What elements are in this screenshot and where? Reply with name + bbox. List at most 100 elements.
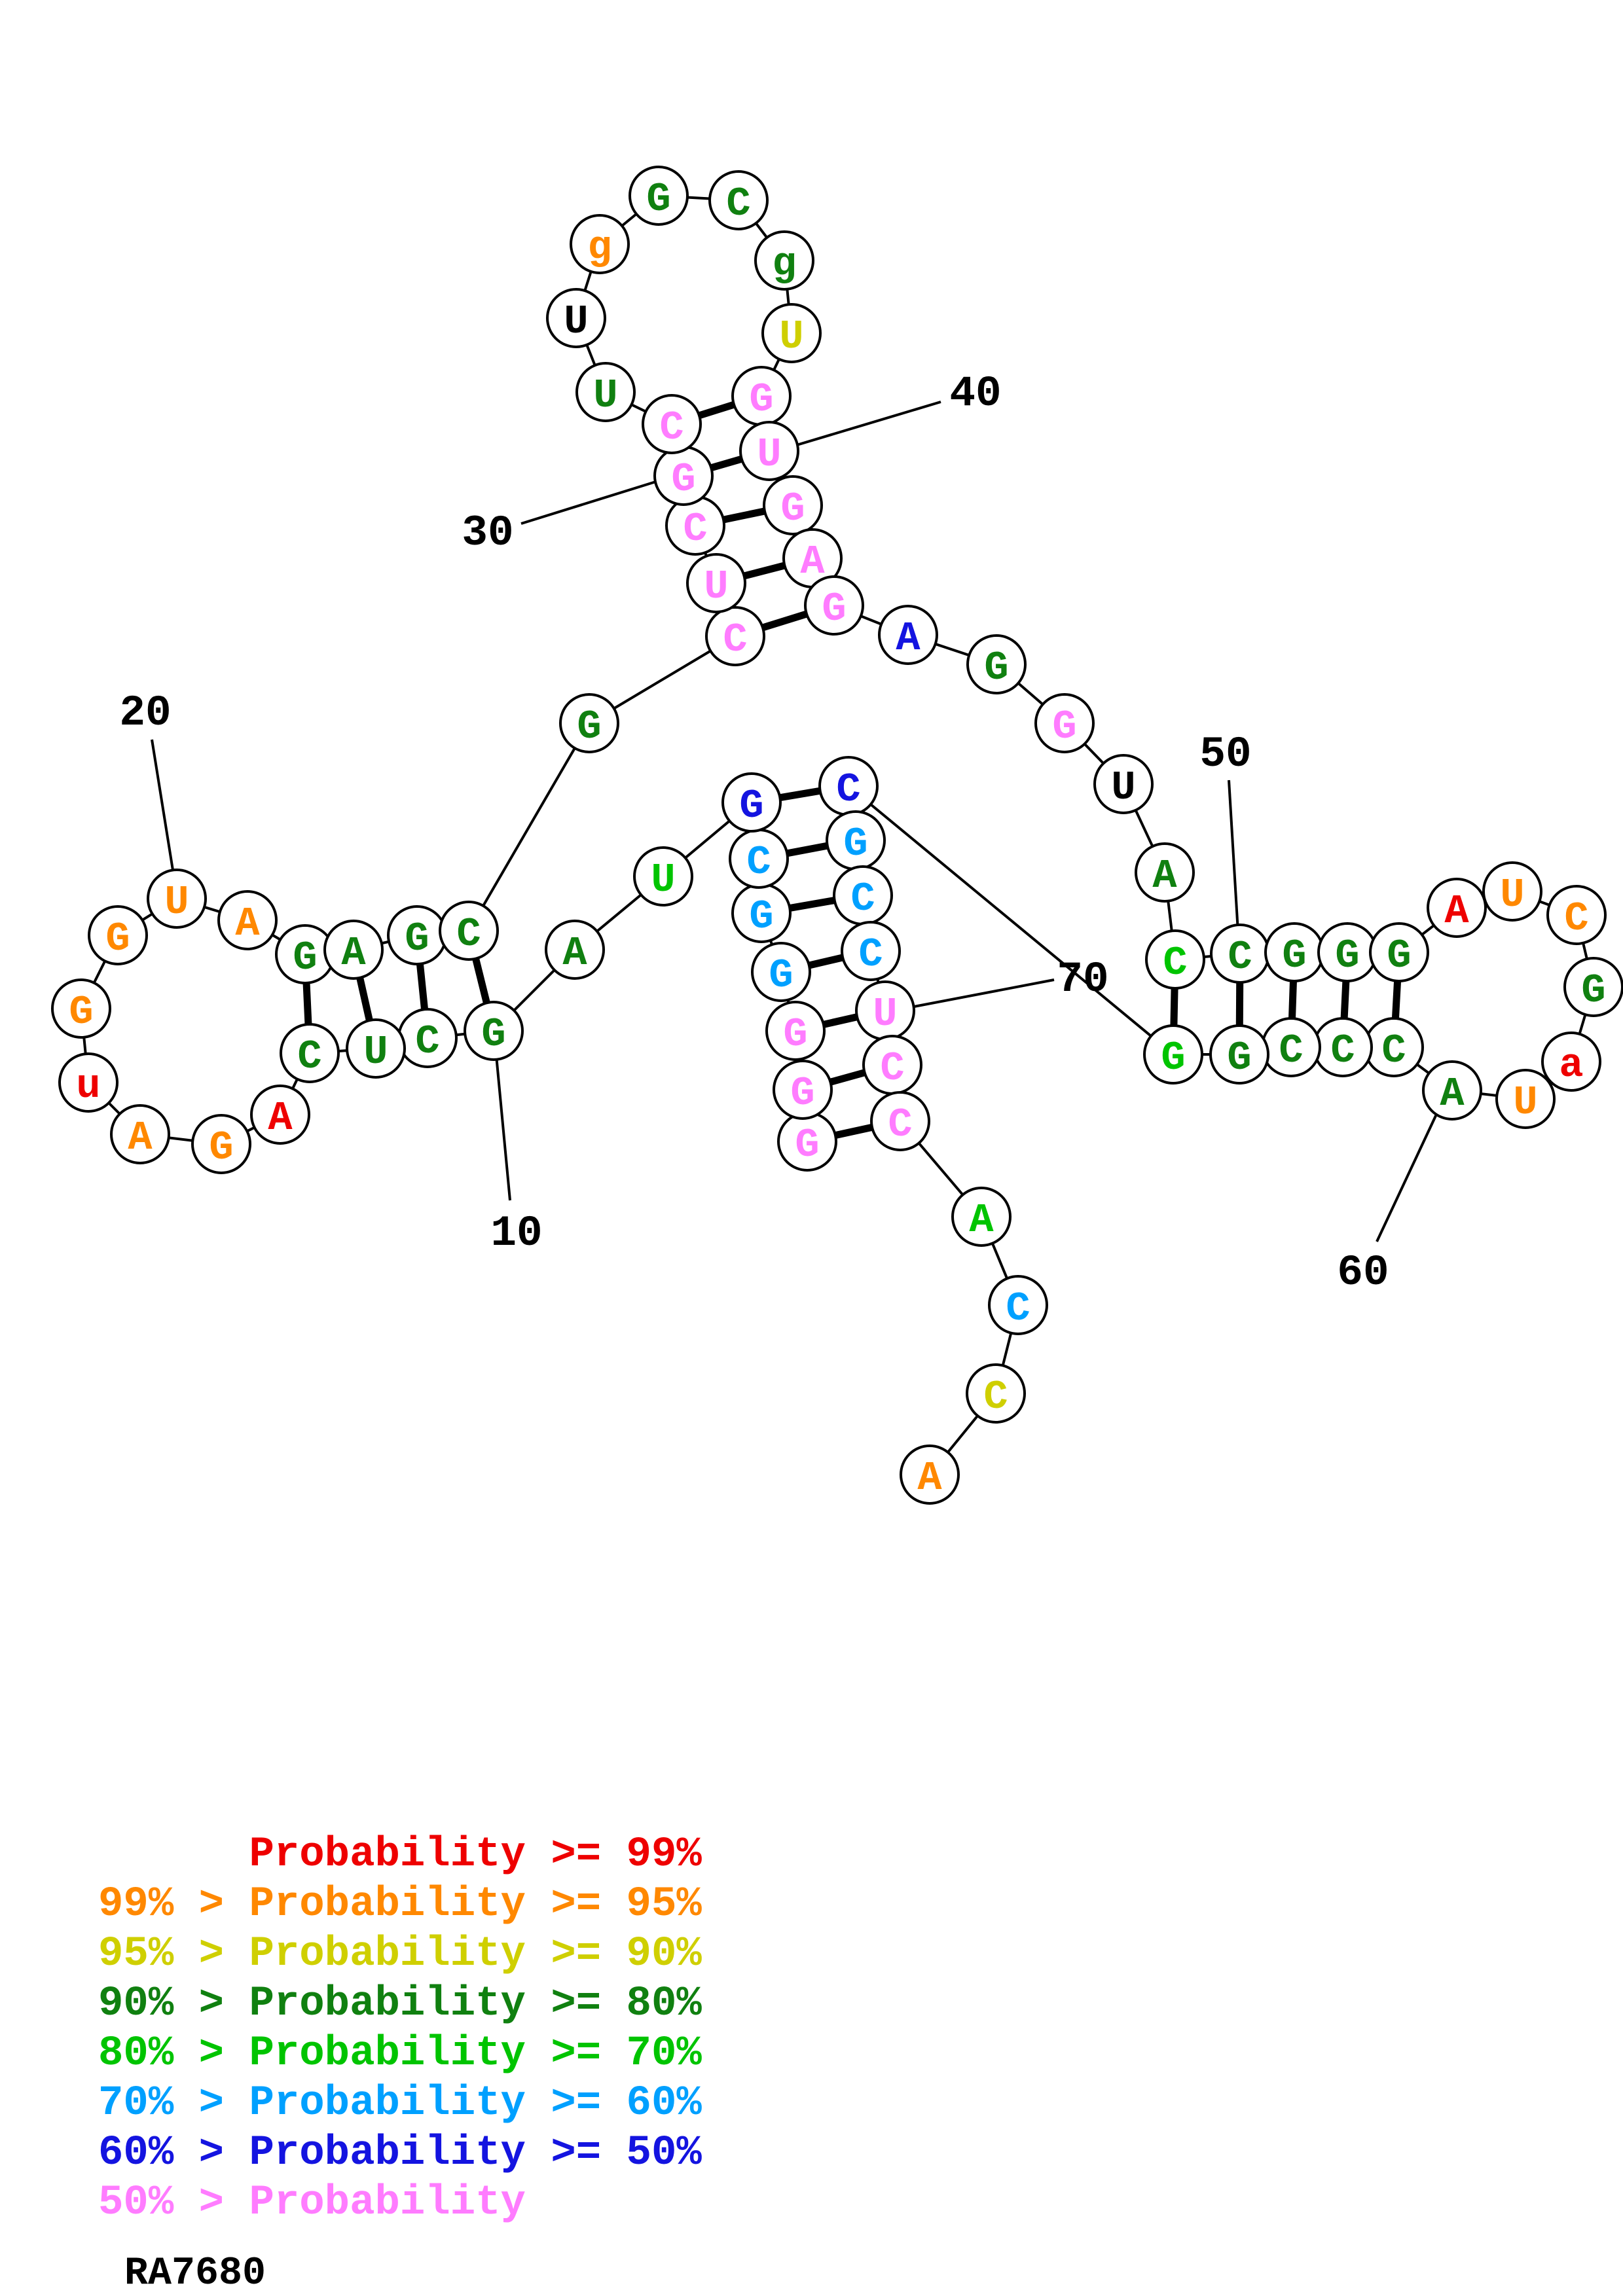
- nucleotide-base-17: u: [76, 1063, 100, 1109]
- nucleotide-base-1: G: [795, 1122, 819, 1168]
- nucleotide-circle-19: [88, 905, 148, 965]
- nucleotide-base-11: C: [415, 1018, 439, 1065]
- nucleotide-circle-72: [870, 1091, 930, 1151]
- nucleotide-base-16: A: [128, 1115, 153, 1161]
- nucleotide-circle-49: [1145, 929, 1205, 990]
- nucleotide-circle-25: [439, 901, 499, 961]
- position-pointer-line: [151, 739, 175, 879]
- nucleotide-base-54: A: [1444, 888, 1469, 935]
- nucleotide-circle-69: [841, 921, 901, 981]
- nucleotide-base-58: a: [1559, 1042, 1583, 1088]
- nucleotide-base-53: G: [1387, 933, 1411, 979]
- nucleotide-base-72: C: [888, 1102, 912, 1148]
- nucleotide-base-60: A: [1440, 1071, 1465, 1117]
- position-pointer-line: [913, 978, 1055, 1008]
- nucleotide-base-41: G: [780, 486, 805, 532]
- nucleotide-circle-65: [1143, 1024, 1203, 1085]
- nucleotide-circle-46: [1034, 693, 1095, 753]
- position-label-40: 40: [949, 369, 1001, 418]
- nucleotide-circle-3: [765, 1001, 826, 1061]
- nucleotide-circle-37: [754, 230, 814, 291]
- nucleotide-circle-54: [1427, 878, 1487, 938]
- nucleotide-circle-15: [191, 1114, 251, 1174]
- nucleotide-base-35: G: [646, 176, 670, 223]
- nucleotide-circle-44: [878, 605, 938, 665]
- nucleotide-base-20: U: [164, 879, 189, 925]
- nucleotide-circle-55: [1482, 861, 1542, 922]
- nucleotide-base-38: U: [779, 314, 803, 360]
- nucleotide-base-48: A: [1152, 853, 1177, 899]
- nucleotide-circle-43: [804, 575, 864, 636]
- nucleotide-circle-73: [951, 1187, 1012, 1247]
- nucleotide-base-63: C: [1279, 1028, 1303, 1074]
- nucleotide-base-76: A: [917, 1455, 942, 1501]
- nucleotide-circle-2: [773, 1060, 833, 1120]
- probability-legend: Probability >= 99%99% > Probability >= 9…: [98, 1830, 702, 2228]
- nucleotide-base-75: C: [983, 1374, 1008, 1420]
- nucleotide-circle-27: [705, 606, 765, 666]
- nucleotide-base-30: G: [671, 456, 695, 503]
- nucleotide-base-45: G: [984, 645, 1008, 691]
- nucleotide-base-15: G: [209, 1124, 233, 1171]
- position-label-50: 50: [1199, 730, 1251, 779]
- nucleotide-base-3: G: [783, 1011, 807, 1058]
- nucleotide-circle-56: [1546, 885, 1607, 945]
- legend-item: Probability >= 99%: [98, 1831, 702, 1878]
- nucleotide-circle-32: [575, 362, 636, 422]
- nucleotide-base-31: C: [659, 404, 684, 451]
- nucleotide-circle-64: [1209, 1024, 1269, 1085]
- nucleotide-circle-28: [686, 553, 746, 613]
- position-label-30: 30: [462, 509, 513, 558]
- nucleotide-circle-47: [1093, 754, 1154, 814]
- nucleotide-circle-31: [642, 394, 702, 454]
- nucleotide-circle-13: [280, 1023, 340, 1083]
- nucleotide-circle-26: [559, 693, 619, 753]
- nucleotide-base-68: C: [850, 876, 875, 922]
- nucleotide-base-59: U: [1513, 1079, 1537, 1126]
- position-label-20: 20: [119, 689, 171, 738]
- nucleotide-base-55: U: [1500, 872, 1524, 918]
- nucleotide-base-74: C: [1006, 1285, 1030, 1332]
- nucleotide-circle-18: [51, 978, 111, 1039]
- nucleotide-base-67: G: [843, 821, 867, 867]
- nucleotide-circle-74: [988, 1275, 1048, 1335]
- nucleotide-circle-12: [346, 1018, 406, 1079]
- nucleotide-circle-76: [900, 1444, 960, 1505]
- nucleotide-base-62: C: [1330, 1028, 1355, 1074]
- nucleotide-circle-36: [708, 170, 769, 230]
- position-pointer-line: [792, 401, 941, 448]
- nucleotide-base-13: C: [297, 1033, 321, 1080]
- nucleotide-base-14: A: [268, 1095, 293, 1141]
- nucleotide-circle-21: [217, 890, 278, 950]
- nucleotide-base-56: C: [1564, 895, 1588, 942]
- nucleotide-base-43: G: [822, 586, 846, 632]
- nucleotide-circle-14: [250, 1085, 310, 1145]
- nucleotide-base-32: U: [593, 372, 617, 419]
- legend-item: 60% > Probability >= 50%: [98, 2130, 702, 2177]
- nucleotide-circle-16: [110, 1104, 170, 1164]
- nucleotide-base-34: g: [587, 224, 611, 271]
- nucleotide-base-71: C: [880, 1045, 904, 1092]
- nucleotide-circle-4: [751, 942, 811, 1002]
- nucleotide-circle-41: [763, 475, 823, 535]
- legend-item: 80% > Probability >= 70%: [98, 2030, 702, 2077]
- position-label-70: 70: [1057, 955, 1108, 1004]
- nucleotide-base-61: C: [1381, 1028, 1406, 1074]
- nucleotide-base-18: G: [69, 989, 93, 1035]
- legend-item: 70% > Probability >= 60%: [98, 2080, 702, 2127]
- nucleotide-base-44: A: [896, 615, 921, 662]
- legend-item: 90% > Probability >= 80%: [98, 1981, 702, 2028]
- nucleotide-circle-20: [147, 869, 207, 929]
- nucleotide-base-8: U: [651, 857, 675, 903]
- nucleotide-base-29: C: [683, 506, 707, 552]
- nucleotide-base-46: G: [1052, 704, 1076, 750]
- nucleotide-circle-35: [629, 166, 689, 226]
- nucleotide-base-49: C: [1163, 940, 1187, 986]
- nucleotide-circle-53: [1369, 922, 1429, 982]
- nucleotide-base-25: C: [456, 911, 481, 958]
- nucleotide-base-73: A: [969, 1197, 994, 1244]
- nucleotide-base-69: C: [858, 931, 883, 978]
- nucleotide-base-65: G: [1161, 1035, 1185, 1081]
- position-pointer-line: [494, 1048, 511, 1201]
